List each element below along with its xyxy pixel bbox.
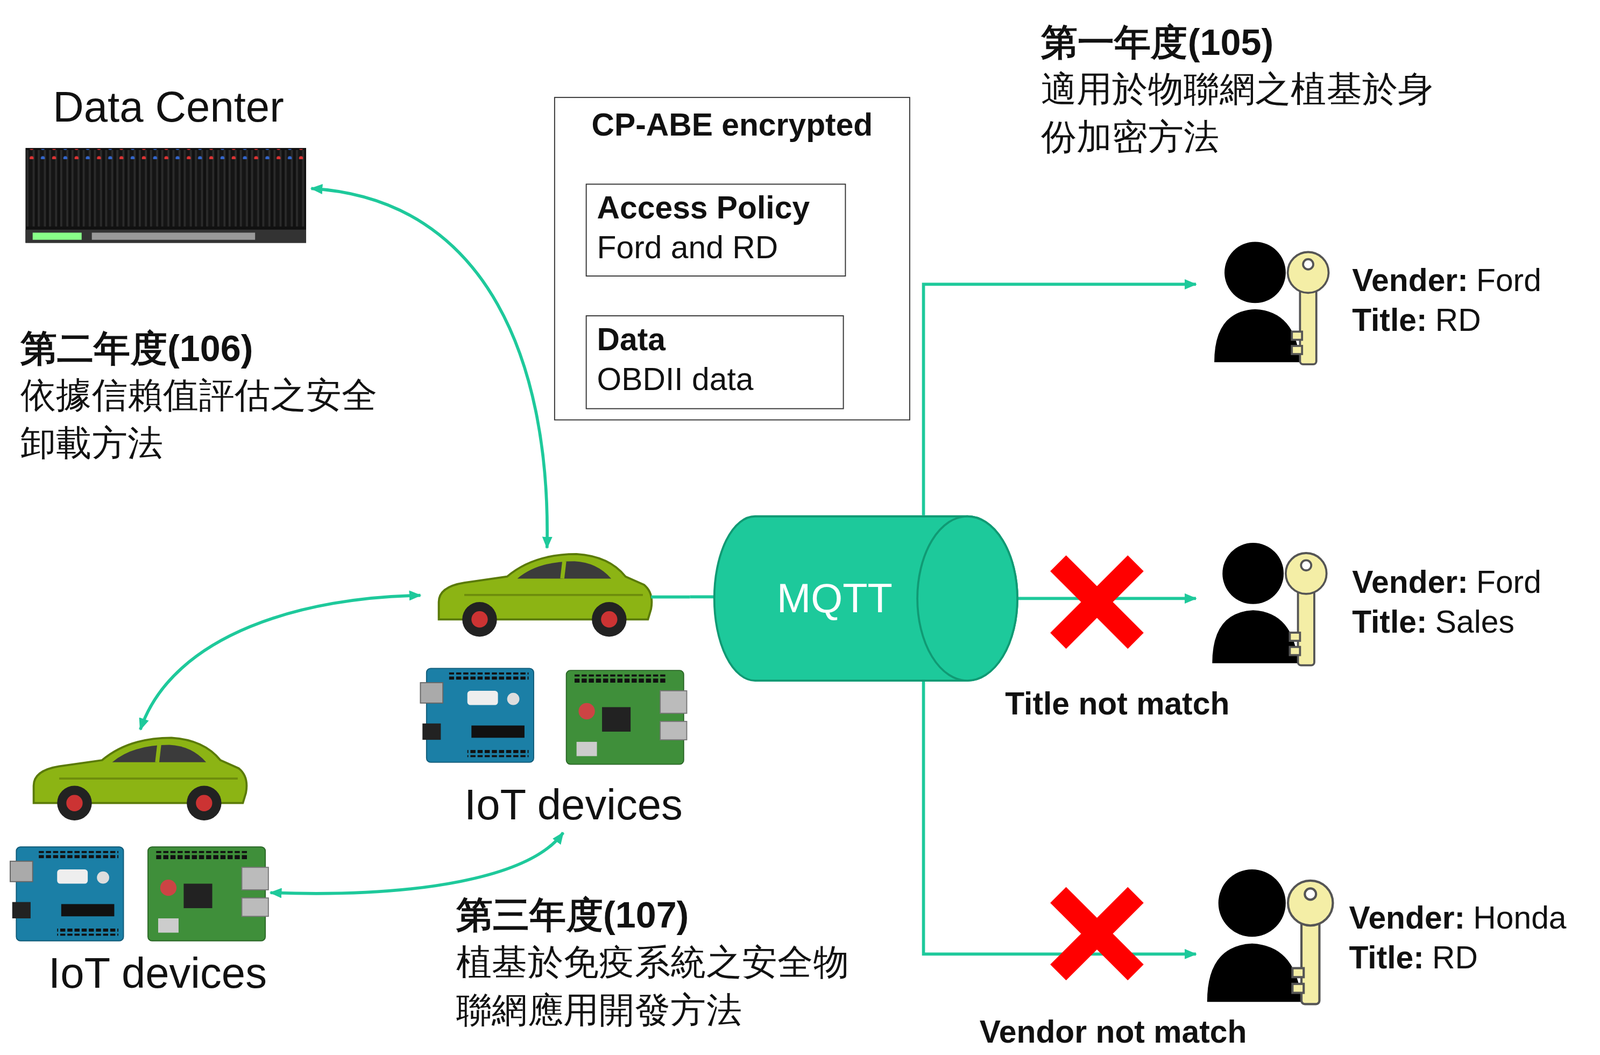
connector: [140, 595, 421, 730]
car-stub: [650, 595, 690, 599]
node-text: IoT devices: [464, 781, 683, 830]
user-icon: [1207, 869, 1334, 1004]
raspberry-pi-board: [147, 846, 269, 941]
arduino-board: [420, 668, 534, 762]
attribute-row: Vender:Ford: [1351, 563, 1542, 603]
node-text: Title:: [1351, 603, 1427, 643]
process-box: CP-ABE encryptedAccess PolicyFord and RD…: [554, 96, 911, 421]
attribute-row: Vender:Ford: [1351, 261, 1542, 301]
node-text: Data: [597, 320, 833, 360]
node-text: CP-ABE encrypted: [555, 97, 910, 145]
node-text: Title:: [1351, 301, 1427, 341]
car: [33, 737, 247, 821]
node-text: Title:: [1348, 938, 1424, 979]
node-text: Ford and RD: [597, 228, 835, 268]
year-heading: 第三年度(107): [456, 890, 906, 940]
user-attributes: Vender:FordTitle:RD: [1351, 261, 1542, 341]
edge-label: Title not match: [1002, 685, 1232, 723]
node-text: RD: [1432, 938, 1478, 979]
node-text: Vender:: [1351, 563, 1469, 603]
node-text: Sales: [1435, 603, 1515, 643]
connector: [310, 188, 548, 548]
server-rack: [25, 147, 307, 243]
node-text: Ford: [1476, 563, 1542, 603]
arduino-board: [10, 846, 124, 941]
user-attributes: Vender:HondaTitle:RD: [1348, 898, 1567, 979]
raspberry-pi-board: [566, 670, 688, 764]
deny-mark: [1058, 563, 1136, 641]
node-text: Honda: [1473, 898, 1567, 939]
attribute-row: Title:Sales: [1351, 603, 1542, 643]
user-card: Vender:HondaTitle:RD: [1195, 867, 1595, 1011]
queue-cylinder: MQTT: [714, 515, 1019, 682]
connector: [923, 681, 1196, 954]
node-text: Vender:: [1351, 261, 1469, 301]
project-title: 依據信賴值評估之安全卸載方法: [20, 371, 388, 467]
connector: [270, 832, 564, 894]
year-heading: 第一年度(105): [1041, 18, 1491, 68]
deny-mark: [1058, 894, 1136, 973]
project-title: 植基於免疫系統之安全物聯網應用開發方法: [456, 938, 865, 1035]
car: [439, 554, 653, 637]
user-card: Vender:FordTitle:Sales: [1195, 538, 1589, 668]
user-card: Vender:FordTitle:RD: [1195, 236, 1589, 366]
process-box: Access PolicyFord and RD: [585, 183, 847, 277]
attribute-row: Title:RD: [1351, 301, 1542, 341]
connector: [923, 284, 1196, 515]
edge-label: Vendor not match: [977, 1014, 1249, 1051]
node-text: Ford: [1476, 261, 1542, 301]
device-group: IoT devices: [10, 729, 271, 997]
node-text: Access Policy: [597, 188, 835, 229]
node-text: MQTT: [776, 575, 893, 622]
node-text: IoT devices: [48, 949, 267, 997]
connector: [689, 595, 715, 599]
user-icon: [1214, 242, 1329, 365]
process-box: DataOBDII data: [585, 315, 845, 409]
year-heading: 第二年度(106): [20, 324, 450, 374]
device-group: IoT devices: [420, 546, 690, 829]
device-group: Data Center: [25, 83, 311, 246]
node-text: Vender:: [1348, 898, 1465, 939]
node-text: Data Center: [52, 83, 285, 132]
user-icon: [1212, 542, 1327, 666]
attribute-row: Vender:Honda: [1348, 898, 1567, 939]
attribute-row: Title:RD: [1348, 938, 1567, 979]
project-title: 適用於物聯網之植基於身份加密方法: [1041, 65, 1450, 161]
node-text: RD: [1435, 301, 1482, 341]
user-attributes: Vender:FordTitle:Sales: [1351, 563, 1542, 643]
node-text: OBDII data: [597, 359, 833, 400]
